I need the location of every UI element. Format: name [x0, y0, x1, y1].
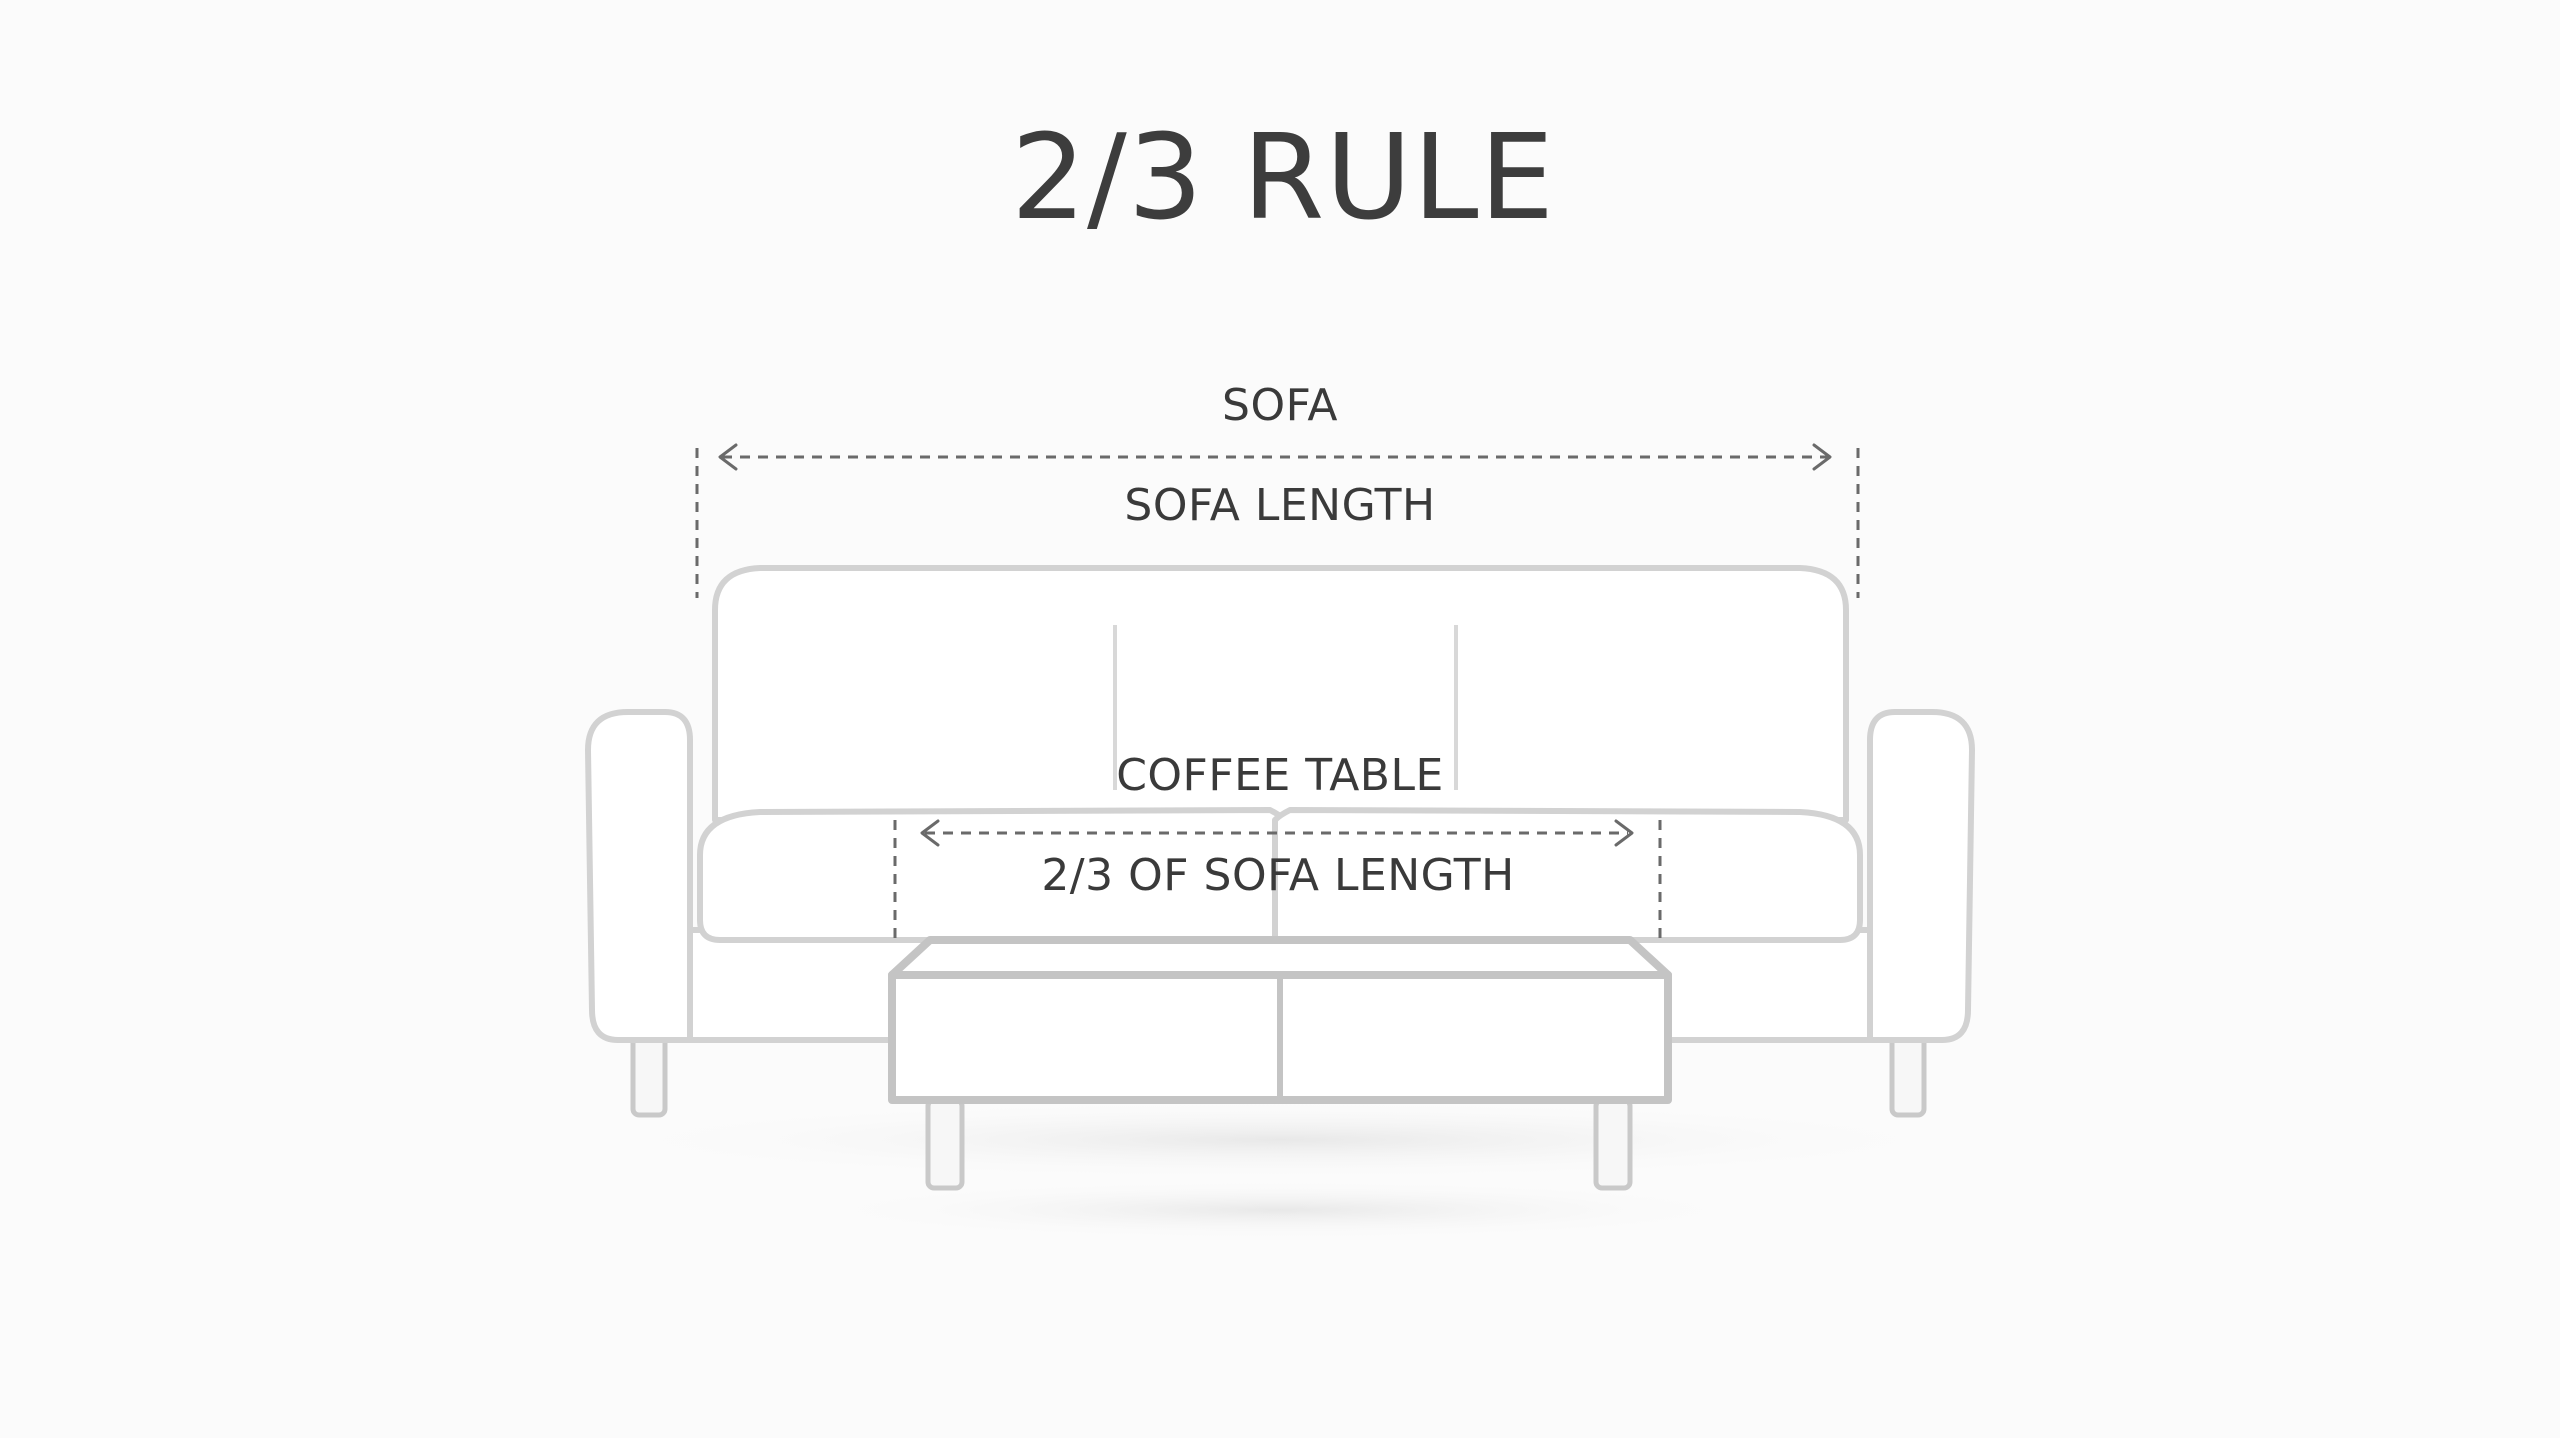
coffee-table-label: COFFEE TABLE: [1116, 750, 1444, 801]
sofa-length-label: SOFA LENGTH: [1124, 480, 1435, 531]
table-leg-right: [1593, 1097, 1633, 1191]
table-arrow-left-icon: [920, 819, 940, 847]
coffee-table-length-label: 2/3 OF SOFA LENGTH: [1041, 850, 1514, 901]
table-shadow: [800, 1180, 1760, 1240]
sofa-label: SOFA: [1222, 380, 1338, 431]
diagram-title: 2/3 RULE: [1011, 108, 1555, 246]
table-top: [888, 936, 1672, 979]
table-leg-left: [925, 1097, 965, 1191]
coffee-table-dimension: [893, 819, 1662, 945]
sofa-arm-left: [585, 709, 693, 1043]
sofa-arm-right: [1867, 709, 1975, 1043]
sofa-cushion-right: [1272, 807, 1863, 943]
sofa-backrest: [712, 565, 1849, 823]
table-arrow-right-icon: [1614, 819, 1634, 847]
sofa-shadow: [580, 1100, 1980, 1180]
arrow-right-icon: [1812, 443, 1832, 471]
coffee-table-illustration: [888, 936, 1672, 1191]
sofa-dimension: [695, 443, 1860, 598]
arrow-left-icon: [718, 443, 738, 471]
